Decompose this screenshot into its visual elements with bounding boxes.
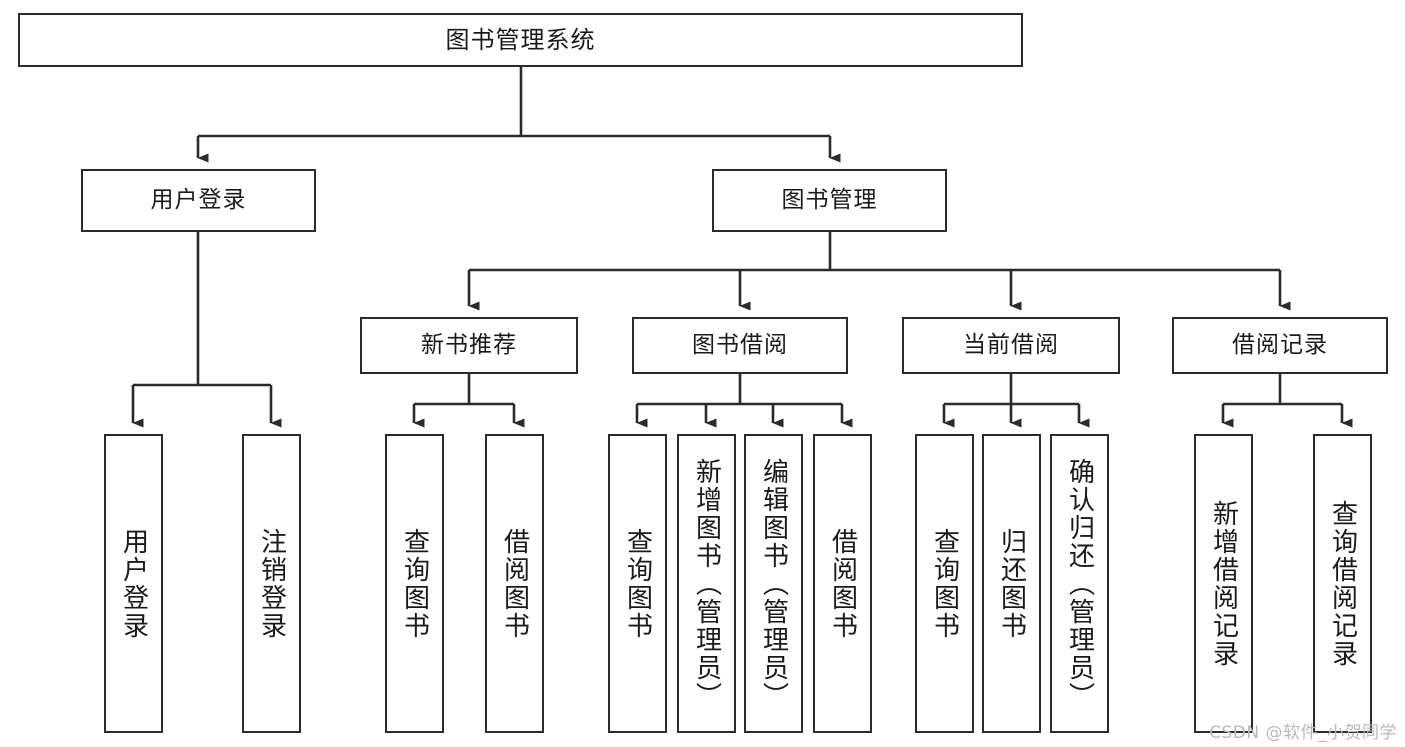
leaf-borrow-record-add[interactable]: 新增借阅记录 (1194, 434, 1253, 733)
node-label: 查询借阅记录 (1327, 499, 1358, 668)
node-current-borrow[interactable]: 当前借阅 (902, 317, 1120, 374)
node-label: 新增借阅记录 (1208, 499, 1239, 668)
node-label: 借阅图书 (499, 527, 530, 640)
node-label: 查询图书 (929, 527, 960, 640)
leaf-new-book-query[interactable]: 查询图书 (385, 434, 444, 733)
node-new-book-recommend[interactable]: 新书推荐 (360, 317, 578, 374)
leaf-new-book-borrow[interactable]: 借阅图书 (485, 434, 544, 733)
leaf-book-borrow-edit-admin[interactable]: 编辑图书（管理员） (744, 434, 803, 733)
leaf-current-borrow-confirm-admin[interactable]: 确认归还（管理员） (1050, 434, 1109, 733)
watermark-text: CSDN @软件_小贺同学 (1209, 723, 1397, 743)
node-label: 借阅记录 (1232, 331, 1328, 358)
node-label: 新增图书（管理员） (691, 457, 722, 710)
node-label: 图书借阅 (692, 331, 788, 358)
leaf-borrow-record-query[interactable]: 查询借阅记录 (1313, 434, 1372, 733)
leaf-user-login-login[interactable]: 用户登录 (104, 434, 163, 733)
node-label: 确认归还（管理员） (1064, 457, 1095, 710)
leaf-book-borrow-borrow[interactable]: 借阅图书 (813, 434, 872, 733)
node-user-login[interactable]: 用户登录 (81, 169, 316, 232)
node-label: 归还图书 (996, 527, 1027, 640)
node-root-library-system[interactable]: 图书管理系统 (18, 13, 1023, 67)
leaf-book-borrow-query[interactable]: 查询图书 (608, 434, 667, 733)
node-label: 图书管理 (781, 186, 878, 213)
node-label: 编辑图书（管理员） (758, 457, 789, 710)
node-label: 查询图书 (399, 527, 430, 640)
leaf-current-borrow-query[interactable]: 查询图书 (915, 434, 974, 733)
node-label: 查询图书 (622, 527, 653, 640)
node-label: 用户登录 (118, 527, 149, 640)
node-label: 当前借阅 (963, 331, 1059, 358)
leaf-book-borrow-add-admin[interactable]: 新增图书（管理员） (677, 434, 736, 733)
node-book-borrow[interactable]: 图书借阅 (632, 317, 848, 374)
node-label: 图书管理系统 (445, 25, 596, 54)
node-label: 用户登录 (150, 186, 247, 213)
leaf-current-borrow-return[interactable]: 归还图书 (982, 434, 1041, 733)
node-book-management[interactable]: 图书管理 (712, 169, 947, 232)
leaf-user-login-logout[interactable]: 注销登录 (242, 434, 301, 733)
node-label: 注销登录 (256, 527, 287, 640)
node-label: 新书推荐 (421, 331, 517, 358)
node-borrow-record[interactable]: 借阅记录 (1172, 317, 1388, 374)
node-label: 借阅图书 (827, 527, 858, 640)
